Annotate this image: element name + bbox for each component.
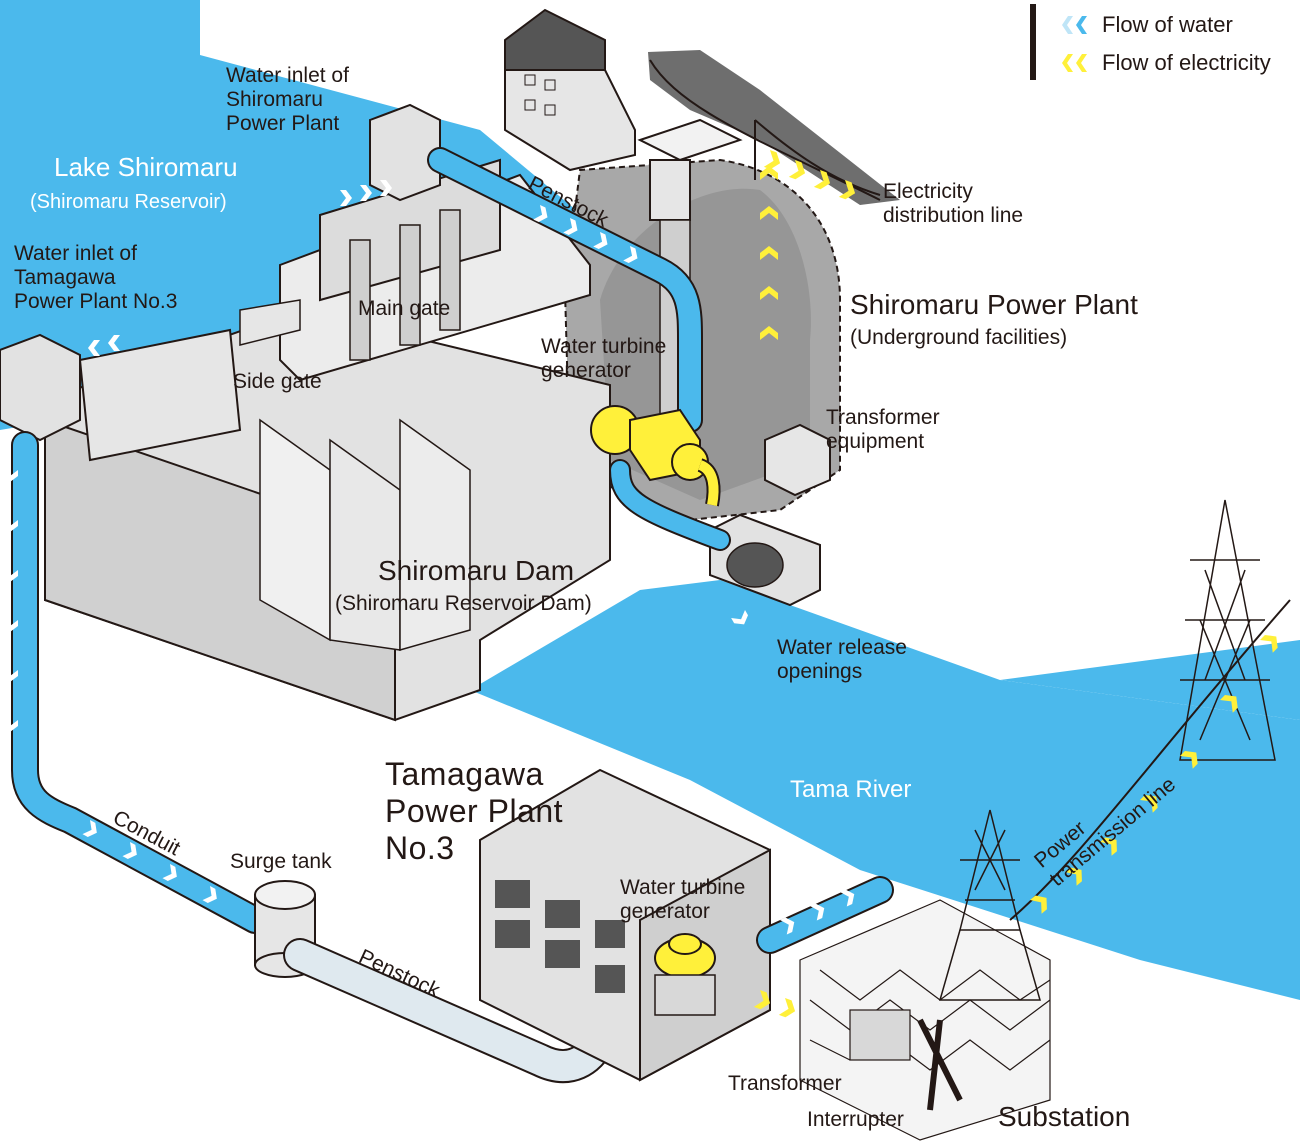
legend-water-row: Flow of water	[1054, 10, 1233, 40]
water-release-openings-box	[709, 513, 821, 607]
tamagawa-power-plant-building	[479, 768, 771, 1082]
building	[504, 8, 636, 172]
label-dam-sub: (Shiromaru Reservoir Dam)	[335, 592, 592, 615]
label-inlet-shiromaru: Water inlet of Shiromaru Power Plant	[226, 64, 349, 135]
transmission-tower-small	[939, 809, 1041, 1001]
label-shiromaru-dam: Shiromaru Dam	[378, 555, 575, 586]
distribution-line	[754, 119, 881, 196]
label-main-gate: Main gate	[358, 297, 451, 320]
label-inlet-tamagawa: Water inlet of Tamagawa Power Plant No.3	[14, 242, 178, 313]
legend: Flow of water Flow of electricity	[1030, 4, 1300, 80]
road	[648, 50, 900, 205]
label-water-release: Water release openings	[777, 636, 907, 683]
label-transformer-equipment: Transformer equipment	[826, 406, 940, 453]
label-turbine-bottom: Water turbine generator	[620, 876, 746, 923]
legend-electricity-label: Flow of electricity	[1102, 50, 1271, 75]
label-shiromaru-pp-sub: (Underground facilities)	[850, 326, 1068, 349]
legend-bar	[1030, 4, 1036, 80]
transformer-equipment-box	[764, 423, 831, 497]
label-distribution-line: Electricity distribution line	[883, 180, 1024, 227]
tama-river-water	[470, 580, 1300, 1000]
lake-shiromaru-water	[0, 0, 600, 430]
label-interrupter: Interrupter	[807, 1108, 904, 1131]
road-edge	[649, 59, 881, 201]
electricity-chevron-icon	[1062, 54, 1087, 72]
power-transmission-line	[1009, 599, 1291, 921]
label-tamagawa-power-plant: Tamagawa Power Plant No.3	[385, 756, 564, 866]
label-shiromaru-power-plant: Shiromaru Power Plant	[850, 289, 1138, 320]
water-chevron-icon	[1062, 16, 1087, 34]
label-lake-sub: (Shiromaru Reservoir)	[30, 191, 227, 213]
label-transformer: Transformer	[728, 1072, 842, 1095]
legend-electricity-row: Flow of electricity	[1054, 48, 1271, 78]
substation	[799, 899, 1051, 1141]
label-side-gate: Side gate	[233, 370, 322, 393]
label-substation: Substation	[998, 1101, 1131, 1132]
label-turbine-top: Water turbine generator	[541, 335, 667, 382]
legend-water-label: Flow of water	[1102, 12, 1233, 37]
label-tama-river: Tama River	[790, 776, 912, 803]
transmission-tower-large	[1179, 499, 1276, 761]
label-surge-tank: Surge tank	[230, 850, 332, 873]
shiromaru-dam	[0, 103, 611, 722]
label-lake-shiromaru: Lake Shiromaru	[54, 152, 238, 182]
turbine-generator-top	[590, 405, 721, 507]
